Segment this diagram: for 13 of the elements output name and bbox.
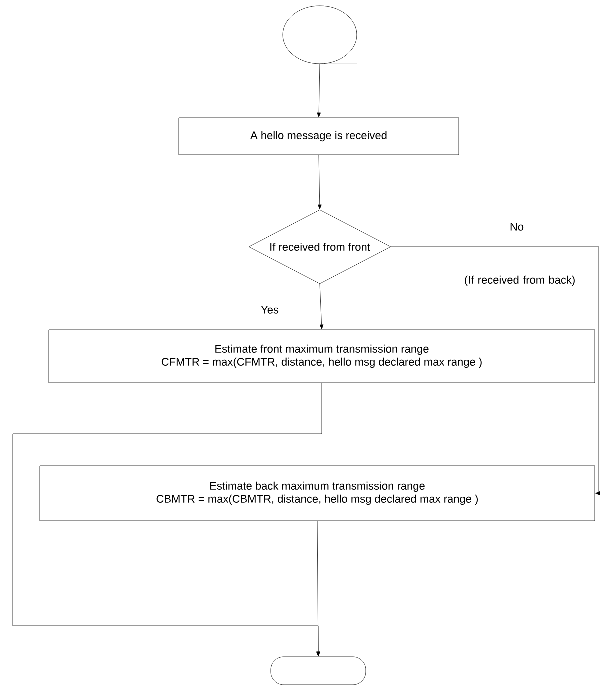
edge-label: No bbox=[508, 222, 526, 232]
arrow bbox=[318, 155, 322, 210]
note-text: (If received from back) bbox=[465, 276, 575, 286]
end-terminal bbox=[270, 656, 366, 686]
edge-label: Yes bbox=[260, 305, 280, 315]
process-box: Estimate back maximum transmission range CBMTR = max(CBMTR, distance, hello msg declared max range ) bbox=[40, 466, 596, 522]
process-box: Estimate front maximum transmission range CFMTR = max(CFMTR, distance, hello msg declared max range ) bbox=[48, 330, 596, 384]
arrow bbox=[316, 521, 320, 656]
arrow bbox=[391, 246, 600, 496]
arrow bbox=[317, 64, 322, 118]
process-box: A hello message is received bbox=[178, 118, 460, 156]
arrow bbox=[320, 284, 324, 330]
start-circle bbox=[282, 6, 358, 64]
